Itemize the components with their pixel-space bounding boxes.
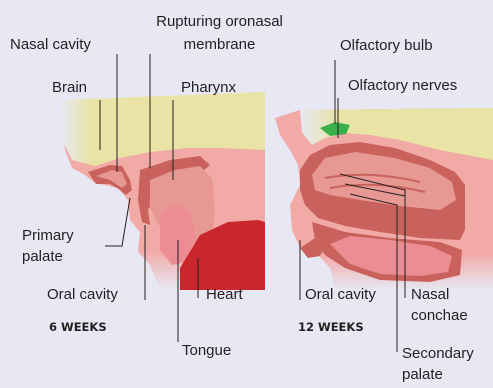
label-oral-cavity-left: Oral cavity — [47, 286, 118, 303]
label-nasal-conchae: Nasal conchae — [411, 286, 468, 324]
leader-primary-palate — [105, 198, 130, 246]
label-secondary-line1: Secondary — [402, 345, 474, 362]
label-primary-palate: Primary palate — [22, 227, 74, 265]
label-olfactory-bulb: Olfactory bulb — [340, 37, 433, 54]
label-nasal-cavity: Nasal cavity — [10, 36, 91, 53]
label-olfactory-nerves: Olfactory nerves — [348, 77, 457, 94]
label-conchae-line2: conchae — [411, 307, 468, 324]
label-primary-line2: palate — [22, 248, 74, 265]
embryo-6-weeks — [60, 92, 265, 290]
label-secondary-palate: Secondary palate — [402, 345, 474, 383]
label-palate-line2: palate — [402, 366, 474, 383]
label-nasal-line1: Nasal — [411, 286, 468, 303]
label-oral-cavity-right: Oral cavity — [305, 286, 376, 303]
label-brain: Brain — [52, 79, 87, 96]
label-rupturing-membrane: Rupturing oronasal membrane — [132, 13, 307, 53]
stage-label-12-weeks: 12 WEEKS — [298, 320, 364, 334]
label-tongue: Tongue — [182, 342, 231, 359]
label-rupturing-line1: Rupturing oronasal — [132, 13, 307, 30]
label-rupturing-line2: membrane — [132, 36, 307, 53]
stage-label-6-weeks: 6 WEEKS — [49, 320, 107, 334]
label-primary-line1: Primary — [22, 227, 74, 244]
embryo-12-weeks — [275, 108, 493, 290]
label-heart: Heart — [206, 286, 243, 303]
label-pharynx: Pharynx — [181, 79, 236, 96]
